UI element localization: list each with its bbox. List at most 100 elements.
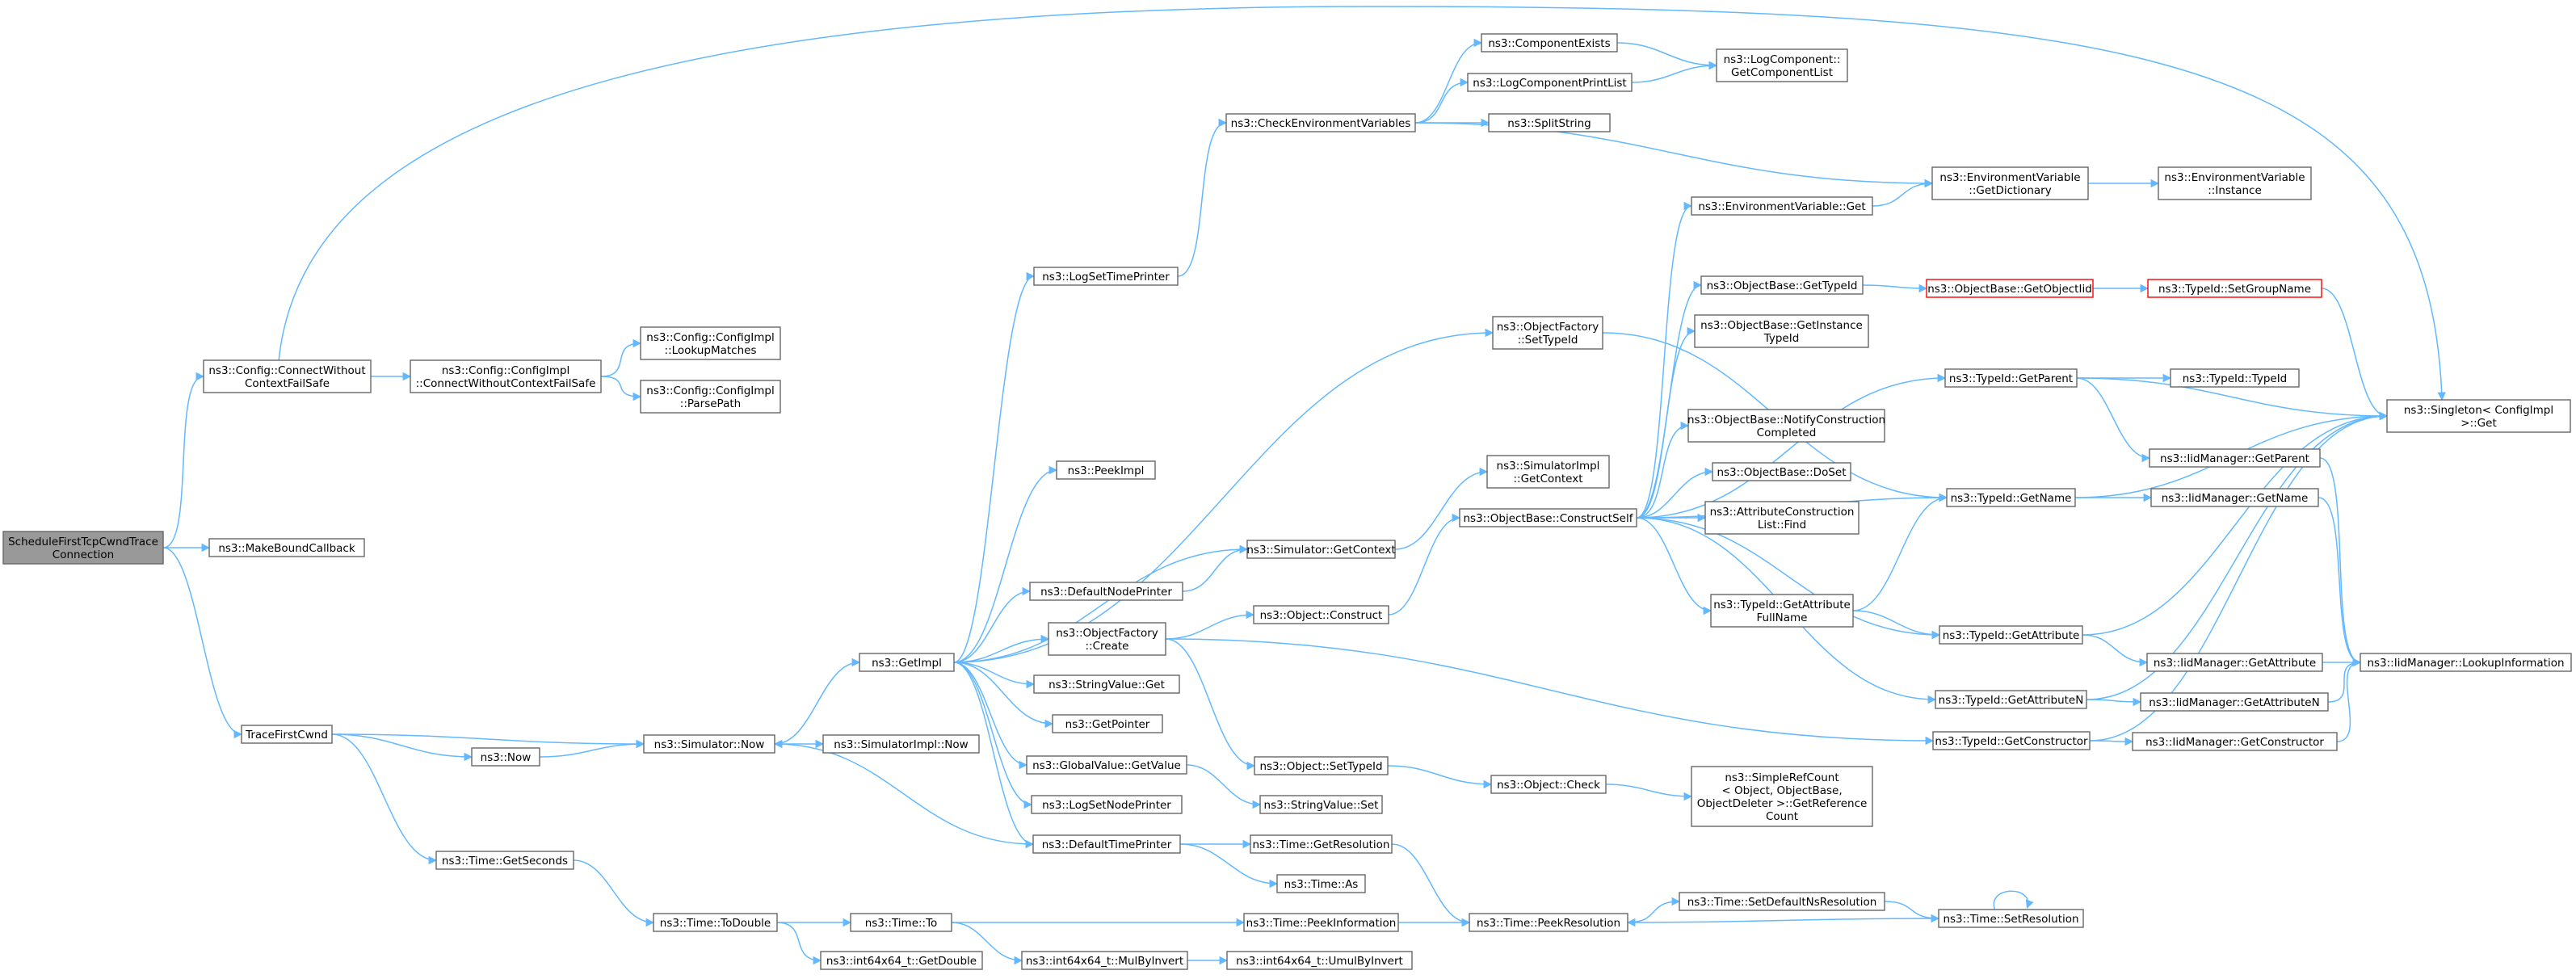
edge-setres-to-peekres bbox=[1626, 918, 1939, 927]
node-label: ns3::SimpleRefCount bbox=[1725, 771, 1838, 784]
node-compexists[interactable]: ns3::ComponentExists bbox=[1481, 33, 1618, 53]
node-tidtid[interactable]: ns3::TypeId::TypeId bbox=[2170, 368, 2300, 388]
node-tfc[interactable]: TraceFirstCwnd bbox=[241, 725, 333, 744]
node-simnow[interactable]: ns3::Simulator::Now bbox=[643, 734, 775, 754]
node-mbc[interactable]: ns3::MakeBoundCallback bbox=[208, 538, 365, 557]
node-iidgetattrn[interactable]: ns3::IidManager::GetAttributeN bbox=[2140, 692, 2329, 712]
edge-logset-to-checkenv bbox=[1177, 118, 1228, 277]
node-tidgetattr[interactable]: ns3::TypeId::GetAttribute bbox=[1939, 625, 2083, 645]
node-todouble[interactable]: ns3::Time::ToDouble bbox=[653, 913, 778, 932]
node-iidlookup[interactable]: ns3::IidManager::LookupInformation bbox=[2360, 653, 2572, 672]
node-logset[interactable]: ns3::LogSetTimePrinter bbox=[1033, 267, 1179, 286]
node-iidgetctor[interactable]: ns3::IidManager::GetConstructor bbox=[2132, 732, 2338, 751]
edge-tidsetgroup-to-singleton bbox=[2321, 288, 2389, 421]
node-parse[interactable]: ns3::Config::ConfigImpl::ParsePath bbox=[640, 380, 781, 414]
node-box bbox=[410, 359, 602, 393]
node-box bbox=[643, 734, 775, 754]
node-peekinfo[interactable]: ns3::Time::PeekInformation bbox=[1243, 913, 1399, 932]
node-label: GetComponentList bbox=[1731, 66, 1833, 79]
node-ofcreate[interactable]: ns3::ObjectFactory::Create bbox=[1048, 622, 1166, 656]
node-timeas[interactable]: ns3::Time::As bbox=[1276, 874, 1366, 893]
node-box bbox=[1031, 795, 1183, 814]
node-umulbyinv[interactable]: ns3::int64x64_t::UmulByInvert bbox=[1226, 951, 1413, 970]
node-cwf[interactable]: ns3::Config::ConnectWithoutContextFailSa… bbox=[203, 359, 372, 393]
edge-tidgetparent-to-iidgetparent bbox=[2076, 377, 2151, 463]
node-tidgetparent[interactable]: ns3::TypeId::GetParent bbox=[1944, 368, 2078, 388]
node-tidgetctor[interactable]: ns3::TypeId::GetConstructor bbox=[1932, 731, 2091, 750]
node-envdict[interactable]: ns3::EnvironmentVariable::GetDictionary bbox=[1931, 166, 2089, 200]
edge-getimpl-to-logset bbox=[953, 271, 1036, 663]
node-envget[interactable]: ns3::EnvironmentVariable::Get bbox=[1691, 196, 1873, 216]
node-label: ObjectDeleter >::GetReference bbox=[1697, 797, 1868, 810]
edge-getsec-to-todouble bbox=[573, 859, 655, 927]
node-getptr[interactable]: ns3::GetPointer bbox=[1052, 714, 1163, 733]
node-defnode[interactable]: ns3::DefaultNodePrinter bbox=[1029, 582, 1183, 601]
node-tidgetattrn[interactable]: ns3::TypeId::GetAttributeN bbox=[1935, 690, 2087, 709]
node-timeto[interactable]: ns3::Time::To bbox=[850, 913, 952, 932]
node-ofsettid[interactable]: ns3::ObjectFactory::SetTypeId bbox=[1492, 316, 1603, 350]
node-objcheck[interactable]: ns3::Object::Check bbox=[1490, 775, 1607, 794]
node-now[interactable]: ns3::Now bbox=[471, 747, 540, 767]
node-simimplctx[interactable]: ns3::SimulatorImpl::GetContext bbox=[1486, 455, 1610, 489]
edge-ofcreate-to-tidgetctor bbox=[1165, 638, 1935, 746]
node-tidsetgroup[interactable]: ns3::TypeId::SetGroupName bbox=[2147, 279, 2322, 298]
node-deftime[interactable]: ns3::DefaultTimePrinter bbox=[1032, 834, 1181, 854]
node-peekres[interactable]: ns3::Time::PeekResolution bbox=[1469, 913, 1628, 932]
node-cicwf[interactable]: ns3::Config::ConfigImpl::ConnectWithoutC… bbox=[410, 359, 602, 393]
node-label: ::Create bbox=[1086, 640, 1129, 653]
node-simgetctx[interactable]: ns3::Simulator::GetContext bbox=[1246, 540, 1396, 559]
node-obnotify[interactable]: ns3::ObjectBase::NotifyConstructionCompl… bbox=[1687, 409, 1885, 443]
node-label: ns3::MakeBoundCallback bbox=[218, 542, 355, 555]
node-label: ns3::LogSetTimePrinter bbox=[1042, 271, 1170, 284]
node-getres[interactable]: ns3::Time::GetResolution bbox=[1250, 834, 1393, 854]
node-lookup[interactable]: ns3::Config::ConfigImpl::LookupMatches bbox=[640, 326, 781, 360]
node-simimplnow[interactable]: ns3::SimulatorImpl::Now bbox=[822, 734, 980, 754]
node-label: Count bbox=[1766, 810, 1798, 823]
node-setres[interactable]: ns3::Time::SetResolution bbox=[1938, 909, 2084, 928]
node-obdoset[interactable]: ns3::ObjectBase::DoSet bbox=[1712, 462, 1851, 481]
node-label: ::ParsePath bbox=[680, 397, 741, 410]
node-checkenv[interactable]: ns3::CheckEnvironmentVariables bbox=[1225, 113, 1416, 132]
node-iidgetname[interactable]: ns3::IidManager::GetName bbox=[2150, 488, 2319, 507]
node-obgettid[interactable]: ns3::ObjectBase::GetTypeId bbox=[1700, 275, 1864, 295]
node-label: ns3::Time::GetSeconds bbox=[442, 855, 568, 868]
node-simplerc[interactable]: ns3::SimpleRefCount< Object, ObjectBase,… bbox=[1691, 766, 1873, 827]
node-mulbyinv[interactable]: ns3::int64x64_t::MulByInvert bbox=[1021, 951, 1188, 970]
node-label: ns3::Time::GetResolution bbox=[1252, 838, 1389, 851]
node-box bbox=[2170, 368, 2300, 388]
node-tidgetname[interactable]: ns3::TypeId::GetName bbox=[1946, 488, 2076, 507]
node-box bbox=[1481, 33, 1618, 53]
node-envinst[interactable]: ns3::EnvironmentVariable::Instance bbox=[2158, 166, 2312, 200]
node-objsettid[interactable]: ns3::Object::SetTypeId bbox=[1254, 756, 1389, 775]
node-peekimpl[interactable]: ns3::PeekImpl bbox=[1056, 460, 1156, 480]
edge-getimpl-to-strget bbox=[953, 662, 1036, 689]
node-strset[interactable]: ns3::StringValue::Set bbox=[1259, 795, 1383, 814]
node-getsec[interactable]: ns3::Time::GetSeconds bbox=[435, 851, 574, 870]
node-strget[interactable]: ns3::StringValue::Get bbox=[1033, 674, 1180, 694]
node-iidgetattr[interactable]: ns3::IidManager::GetAttribute bbox=[2146, 653, 2323, 672]
node-setdefns[interactable]: ns3::Time::SetDefaultNsResolution bbox=[1679, 892, 1885, 911]
node-box bbox=[859, 653, 955, 672]
edge-objcheck-to-simplerc bbox=[1605, 784, 1693, 801]
node-box bbox=[2386, 399, 2571, 433]
node-singleton[interactable]: ns3::Singleton< ConfigImpl>::Get bbox=[2386, 399, 2571, 433]
node-label: ns3::PeekImpl bbox=[1068, 464, 1145, 477]
node-logcompget[interactable]: ns3::LogComponent::GetComponentList bbox=[1716, 48, 1848, 82]
node-objconstruct[interactable]: ns3::Object::Construct bbox=[1253, 605, 1389, 624]
node-label: ns3::Config::ConnectWithout bbox=[208, 364, 365, 377]
node-iidgetparent[interactable]: ns3::IidManager::GetParent bbox=[2149, 448, 2321, 468]
node-getimpl[interactable]: ns3::GetImpl bbox=[859, 653, 955, 672]
edge-iidgetattrn-to-iidlookup bbox=[2327, 658, 2362, 703]
edge-logprint-to-logcompget bbox=[1631, 61, 1718, 83]
node-getdouble[interactable]: ns3::int64x64_t::GetDouble bbox=[820, 951, 983, 970]
node-logsetnode[interactable]: ns3::LogSetNodePrinter bbox=[1031, 795, 1183, 814]
node-gvget[interactable]: ns3::GlobalValue::GetValue bbox=[1026, 755, 1187, 775]
node-obgetoiid[interactable]: ns3::ObjectBase::GetObjectIid bbox=[1926, 279, 2094, 298]
node-logprint[interactable]: ns3::LogComponentPrintList bbox=[1467, 73, 1633, 92]
node-cself[interactable]: ns3::ObjectBase::ConstructSelf bbox=[1459, 508, 1637, 527]
node-splitstr[interactable]: ns3::SplitString bbox=[1488, 113, 1611, 132]
